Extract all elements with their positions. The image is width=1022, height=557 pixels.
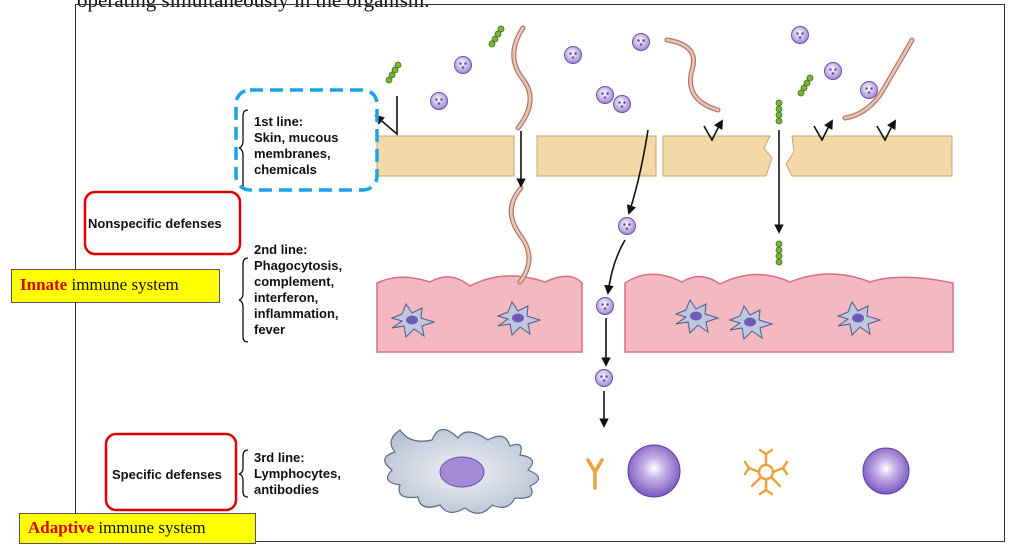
first-line-line: Skin, mucous [254,130,339,145]
second-line-line: Phagocytosis, [254,258,342,273]
nonspecific-defenses-label: Nonspecific defenses [88,216,222,231]
third-line-line: Lymphocytes, [254,466,341,481]
second-line-line: 2nd line: [254,242,307,257]
first-line-highlight-box [234,88,379,192]
first-line-line: membranes, [254,146,331,161]
antibody-icon [586,458,604,490]
adaptive-immune-system-label: Adaptive immune system [19,513,256,544]
first-line-label: 1st line: Skin, mucous membranes, chemic… [254,114,339,177]
adaptive-keyword: Adaptive [28,518,95,537]
tissue-layer [376,273,954,353]
third-line-line: antibodies [254,482,319,497]
adaptive-rest: immune system [94,518,206,537]
specific-highlight-box [104,432,238,512]
second-line-line: fever [254,322,285,337]
pathway-arrows [374,96,895,428]
second-line-line: complement, [254,274,334,289]
third-line-label: 3rd line: Lymphocytes, antibodies [254,450,341,497]
nonspecific-highlight-box [83,190,242,256]
first-line-line: 1st line: [254,114,303,129]
lymphocyte-cells [627,444,910,498]
second-line-line: inflammation, [254,306,339,321]
skin-barrier [376,135,953,177]
antibody-cluster-icon [743,448,789,496]
second-line-label: 2nd line: Phagocytosis, complement, inte… [254,242,342,337]
macrophage-cell [384,428,540,514]
second-line-line: interferon, [254,290,318,305]
innate-immune-system-label: Innate immune system [11,269,220,303]
innate-rest: immune system [67,275,179,294]
caption-text: operating simultaneously in the organism… [77,0,430,12]
worm-pathogens [508,25,915,285]
brackets [238,109,249,498]
specific-defenses-label: Specific defenses [112,467,222,482]
third-line-line: 3rd line: [254,450,305,465]
first-line-line: chemicals [254,162,317,177]
innate-keyword: Innate [20,275,68,294]
